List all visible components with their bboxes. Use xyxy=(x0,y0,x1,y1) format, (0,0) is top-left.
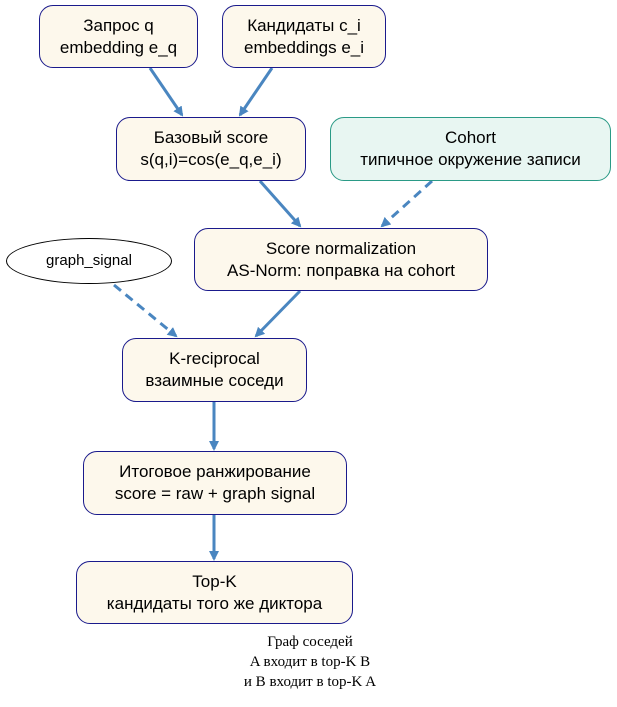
node-query-title: Запрос q xyxy=(83,15,154,35)
node-query: Запрос q embedding e_q xyxy=(39,5,198,68)
node-base-score-title: Базовый score xyxy=(153,128,269,147)
edge-base-to-norm xyxy=(258,180,302,228)
edge-norm-to-kreciprocal xyxy=(254,289,302,338)
node-k-reciprocal-subtitle: взаимные соседи xyxy=(145,371,284,390)
node-cohort-subtitle: типичное окружение записи xyxy=(360,150,581,169)
node-candidates: Кандидаты c_i embeddings e_i xyxy=(222,5,386,68)
node-final-ranking-subtitle: score = raw + graph signal xyxy=(114,484,316,503)
edge-graphsignal-to-kreciprocal xyxy=(113,283,178,338)
node-final-ranking-title: Итоговое ранжирование xyxy=(119,462,311,481)
node-final-ranking: Итоговое ранжирование score = raw + grap… xyxy=(83,451,347,515)
caption-line-2: A входит в top-K B xyxy=(249,654,371,670)
node-cohort: Cohort типичное окружение записи xyxy=(330,117,611,181)
node-top-k: Top-K кандидаты того же диктора xyxy=(76,561,353,624)
node-score-normalization-subtitle: AS-Norm: поправка на cohort xyxy=(227,260,455,280)
node-candidates-title: Кандидаты c_i xyxy=(247,15,361,35)
edge-query-to-base xyxy=(148,67,184,117)
node-score-normalization-title: Score normalization xyxy=(265,238,417,258)
node-base-score: Базовый score s(q,i)=cos(e_q,e_i) xyxy=(116,117,306,181)
node-graph-signal: graph_signal xyxy=(6,238,172,284)
node-query-subtitle: embedding e_q xyxy=(59,37,178,57)
node-k-reciprocal: K-reciprocal взаимные соседи xyxy=(122,338,307,402)
node-top-k-subtitle: кандидаты того же диктора xyxy=(106,593,323,613)
edge-candidates-to-base xyxy=(238,67,274,117)
node-graph-signal-label: graph_signal xyxy=(46,252,132,269)
node-k-reciprocal-title: K-reciprocal xyxy=(169,349,260,368)
node-candidates-subtitle: embeddings e_i xyxy=(243,37,365,57)
node-top-k-title: Top-K xyxy=(192,571,237,591)
graph-caption: Граф соседей A входит в top-K B и B вход… xyxy=(200,632,420,692)
node-cohort-title: Cohort xyxy=(444,128,497,147)
caption-line-1: Граф соседей xyxy=(267,634,353,650)
caption-line-3: и B входит в top-K A xyxy=(243,674,377,690)
edge-cohort-to-norm xyxy=(380,179,434,228)
node-score-normalization: Score normalization AS-Norm: поправка на… xyxy=(194,228,488,291)
node-base-score-subtitle: s(q,i)=cos(e_q,e_i) xyxy=(140,150,282,169)
